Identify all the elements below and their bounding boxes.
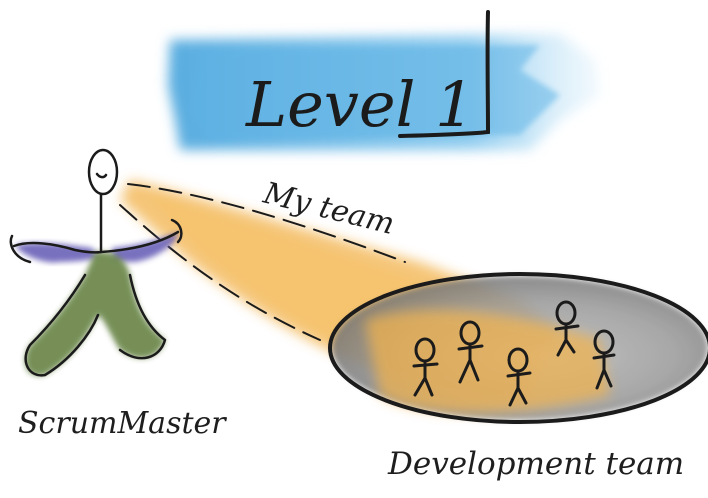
page-title: Level 1 bbox=[245, 68, 475, 141]
team-member-1 bbox=[412, 337, 439, 397]
platform-outline bbox=[328, 272, 708, 424]
team-member-3 bbox=[506, 347, 532, 407]
title-banner: Level 1 bbox=[168, 10, 600, 150]
scrum-master-label: ScrumMaster bbox=[18, 406, 227, 441]
team-member-4 bbox=[554, 300, 580, 357]
banner-corner-line bbox=[398, 10, 491, 138]
scrum-master-head bbox=[87, 148, 119, 196]
beam-edge-top bbox=[127, 183, 406, 263]
team-label: Development team bbox=[387, 446, 684, 482]
team-member-5 bbox=[592, 329, 616, 390]
development-team-members bbox=[412, 300, 616, 407]
scrum-master-figure: ScrumMaster bbox=[9, 148, 227, 441]
beam-edge-bottom bbox=[119, 204, 321, 341]
team-member-2 bbox=[457, 320, 484, 384]
